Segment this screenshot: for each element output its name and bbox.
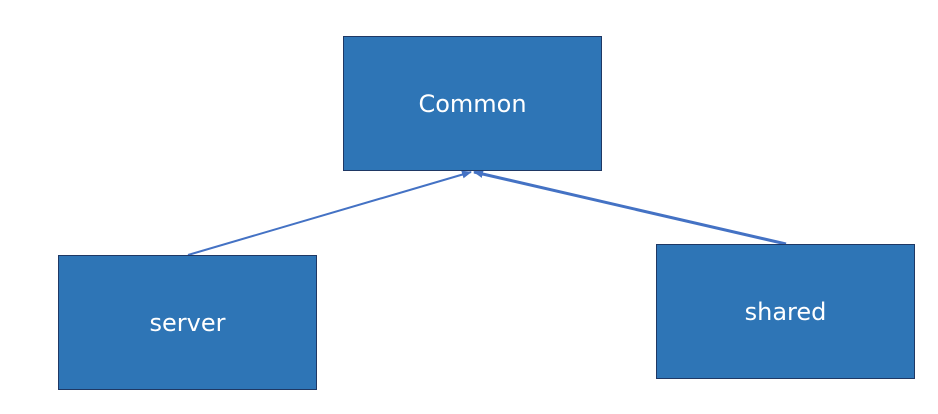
edge-server-to-common (187, 170, 472, 256)
edge-shared-to-common (473, 170, 787, 246)
node-common[interactable]: Common (343, 36, 602, 171)
node-server-label: server (149, 308, 226, 337)
node-shared-label: shared (744, 297, 827, 326)
node-common-label: Common (418, 89, 527, 118)
node-server[interactable]: server (58, 255, 317, 390)
node-shared[interactable]: shared (656, 244, 915, 379)
